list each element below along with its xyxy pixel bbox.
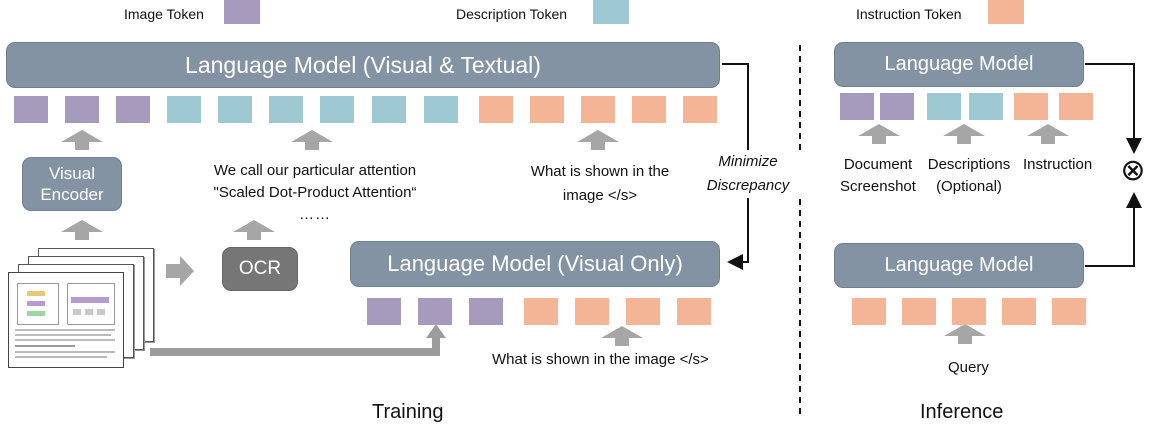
instruction-token bbox=[1014, 93, 1048, 120]
description-token bbox=[218, 96, 252, 123]
instruction-token bbox=[626, 298, 660, 325]
ocr-text: We call our particular attention "Scaled… bbox=[180, 160, 450, 226]
visual-encoder: Visual Encoder bbox=[22, 157, 122, 211]
document-screenshots bbox=[8, 248, 158, 368]
visual-encoder-label: Visual Encoder bbox=[40, 164, 104, 204]
instruction-token bbox=[852, 298, 886, 325]
doc-screenshot-label: Document Screenshot bbox=[830, 154, 926, 198]
combine-otimes-icon: ⊗ bbox=[1118, 156, 1148, 186]
instruction-token bbox=[952, 298, 986, 325]
instruction-token bbox=[575, 298, 609, 325]
description-token bbox=[372, 96, 406, 123]
ocr-label: OCR bbox=[238, 258, 282, 279]
ocr-text-ellipsis: …… bbox=[299, 206, 331, 223]
otimes-glyph: ⊗ bbox=[1120, 153, 1146, 188]
instruction-token bbox=[1002, 298, 1036, 325]
prompt-top: What is shown in the image </s> bbox=[500, 160, 700, 208]
image-token bbox=[880, 93, 914, 120]
doc-to-ocr-arrow bbox=[166, 256, 194, 286]
legend-image-token-label: Image Token bbox=[124, 6, 204, 22]
legend-image-token-swatch bbox=[224, 0, 260, 24]
description-token bbox=[320, 96, 354, 123]
desc-line2: (Optional) bbox=[936, 178, 1002, 195]
lm-visual-textual-label: Language Model (Visual & Textual) bbox=[185, 51, 541, 78]
instruction-token bbox=[479, 96, 513, 123]
description-token bbox=[269, 96, 303, 123]
lm-visual-textual: Language Model (Visual & Textual) bbox=[6, 42, 720, 88]
ocr-text-line1: We call our particular attention bbox=[213, 162, 417, 179]
description-token bbox=[927, 93, 961, 120]
image-token bbox=[65, 96, 99, 123]
instruction-token bbox=[683, 96, 717, 123]
image-token bbox=[367, 298, 401, 325]
instruction-token bbox=[1059, 93, 1093, 120]
prompt-top-line2: image </s> bbox=[562, 187, 638, 204]
desc-line1: Descriptions bbox=[927, 156, 1011, 173]
legend-instruction-token-swatch bbox=[988, 0, 1024, 24]
description-token bbox=[424, 96, 458, 123]
inference-top-connector bbox=[1085, 63, 1142, 154]
instruction-token bbox=[530, 96, 564, 123]
lm-visual-only-label: Language Model (Visual Only) bbox=[387, 251, 683, 276]
minimize-line2: Discrepancy bbox=[706, 177, 790, 194]
description-token bbox=[969, 93, 1003, 120]
training-caption: Training bbox=[372, 401, 444, 423]
instruction-token bbox=[1052, 298, 1086, 325]
inference-lm-top: Language Model bbox=[834, 42, 1084, 87]
image-token bbox=[418, 298, 452, 325]
lm-visual-only: Language Model (Visual Only) bbox=[350, 241, 720, 287]
inference-lm-bottom-label: Language Model bbox=[884, 254, 1034, 276]
doc-line2: Screenshot bbox=[840, 178, 916, 195]
prompt-top-line1: What is shown in the bbox=[530, 163, 670, 180]
image-token bbox=[14, 96, 48, 123]
inference-caption: Inference bbox=[920, 401, 1004, 423]
description-token bbox=[167, 96, 201, 123]
minimize-line1: Minimize bbox=[718, 153, 778, 170]
image-token bbox=[469, 298, 503, 325]
ocr-module: OCR bbox=[222, 247, 298, 291]
prompt-bottom: What is shown in the image </s> bbox=[492, 351, 709, 368]
ocr-text-line2: "Scaled Dot-Product Attention“ bbox=[213, 184, 417, 201]
inference-lm-top-label: Language Model bbox=[884, 53, 1034, 75]
instruction-token bbox=[902, 298, 936, 325]
instruction-token bbox=[581, 96, 615, 123]
instruction-token bbox=[632, 96, 666, 123]
image-token bbox=[116, 96, 150, 123]
legend-instruction-token-label: Instruction Token bbox=[856, 6, 962, 22]
instruction-label: Instruction bbox=[1023, 156, 1093, 173]
doc-line1: Document bbox=[843, 156, 913, 173]
descriptions-label: Descriptions (Optional) bbox=[920, 154, 1018, 198]
document-to-lm-arrow bbox=[150, 336, 440, 356]
minimize-discrepancy: Minimize Discrepancy bbox=[693, 150, 803, 198]
image-token bbox=[840, 93, 874, 120]
legend-description-token-label: Description Token bbox=[456, 6, 568, 22]
up-arrows bbox=[61, 124, 1069, 346]
query-label: Query bbox=[948, 359, 989, 376]
instruction-token bbox=[677, 298, 711, 325]
inference-lm-bottom: Language Model bbox=[834, 243, 1084, 288]
document-page bbox=[8, 272, 124, 368]
legend-description-token-swatch bbox=[593, 0, 629, 24]
instruction-token bbox=[524, 298, 558, 325]
inference-bottom-connector bbox=[1085, 192, 1142, 267]
